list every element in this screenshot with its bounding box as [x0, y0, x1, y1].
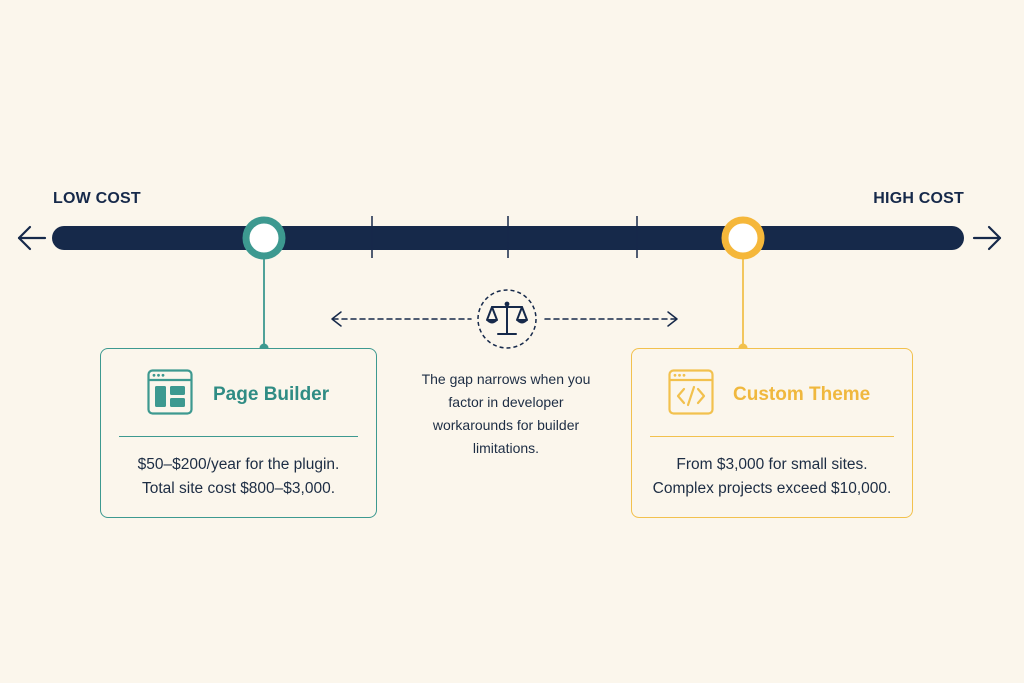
high-cost-label: HIGH COST: [873, 190, 964, 207]
code-window-icon: [668, 369, 714, 415]
gap-note-line-1: The gap narrows when you: [421, 371, 591, 387]
page-builder-card: Page Builder $50–$200/year for the plugi…: [100, 348, 377, 518]
gap-note-line-2: factor in developer: [448, 394, 564, 410]
balance-scale-icon: [477, 289, 537, 349]
layout-window-icon: [147, 369, 193, 415]
page-builder-description: $50–$200/year for the plugin. Total site…: [101, 453, 376, 501]
low-cost-label: LOW COST: [53, 190, 141, 207]
page-builder-title: Page Builder: [213, 384, 330, 405]
custom-theme-marker: [721, 216, 765, 260]
custom-theme-description: From $3,000 for small sites. Complex pro…: [632, 453, 912, 501]
left-arrow-icon: [17, 225, 47, 251]
gap-note-line-4: limitations.: [472, 440, 540, 456]
right-arrow-icon: [972, 225, 1002, 251]
page-builder-divider: [119, 436, 358, 437]
page-builder-line-2: Total site cost $800–$3,000.: [141, 480, 336, 497]
gap-note-line-3: workarounds for builder: [432, 417, 580, 433]
custom-theme-line-1: From $3,000 for small sites.: [676, 456, 868, 473]
page-builder-line-1: $50–$200/year for the plugin.: [137, 456, 340, 473]
custom-theme-divider: [650, 436, 894, 437]
custom-theme-card: Custom Theme From $3,000 for small sites…: [631, 348, 913, 518]
gap-note: The gap narrows when you factor in devel…: [405, 368, 607, 460]
scale-ticks: [371, 216, 638, 258]
custom-theme-title: Custom Theme: [733, 384, 871, 405]
custom-theme-line-2: Complex projects exceed $10,000.: [652, 480, 892, 497]
page-builder-marker: [242, 216, 286, 260]
gap-dashed-arrow: [331, 311, 678, 327]
